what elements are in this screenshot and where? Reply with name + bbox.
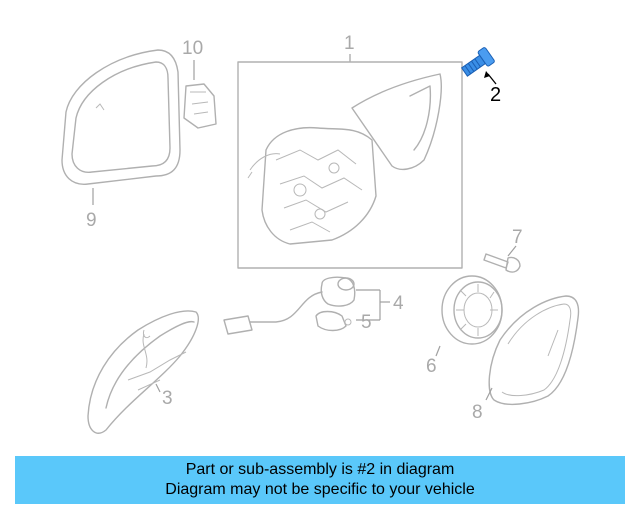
banner-line-1: Part or sub-assembly is #2 in diagram xyxy=(185,461,455,478)
info-banner: Part or sub-assembly is #2 in diagram Di… xyxy=(15,456,625,504)
part-7-bolt[interactable]: 7 xyxy=(483,227,523,273)
part-8-mirror-glass[interactable] xyxy=(485,295,580,406)
callout-9: 9 xyxy=(86,210,97,231)
callout-10: 10 xyxy=(182,38,203,59)
part-1-mirror-assembly[interactable]: 1 xyxy=(237,33,463,269)
part-6-motor[interactable] xyxy=(435,275,503,357)
callout-4: 4 xyxy=(393,293,404,314)
callout-1: 1 xyxy=(344,33,355,54)
banner-line-2: Diagram may not be specific to your vehi… xyxy=(165,481,475,498)
part-4-connector[interactable] xyxy=(223,276,390,335)
part-5-clip[interactable] xyxy=(315,310,352,332)
callout-8: 8 xyxy=(472,402,483,423)
callout-7: 7 xyxy=(512,227,523,248)
callout-2: 2 xyxy=(490,84,501,106)
part-3-housing-cover[interactable] xyxy=(87,310,199,434)
callout-6: 6 xyxy=(426,356,437,377)
part-10-module[interactable]: 10 xyxy=(182,38,217,129)
callout-5: 5 xyxy=(361,312,372,333)
part-2-screw[interactable] xyxy=(459,47,497,85)
part-9-mirror-glass[interactable] xyxy=(61,49,181,205)
callout-3: 3 xyxy=(162,388,173,409)
